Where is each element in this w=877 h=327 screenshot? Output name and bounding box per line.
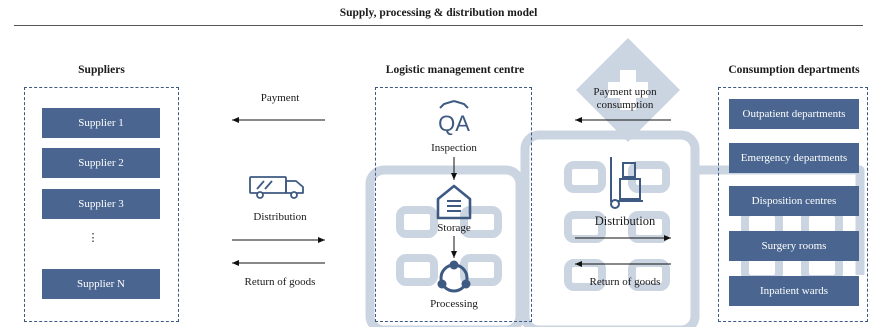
centre-heading: Logistic management centre	[385, 64, 525, 76]
departments-heading: Consumption departments	[728, 64, 860, 76]
inspection-label: Inspection	[431, 142, 477, 154]
delivery-truck-icon	[249, 176, 304, 199]
processing-label: Processing	[430, 298, 478, 310]
distribution-label-left: Distribution	[253, 211, 307, 223]
dept-disposition: Disposition centres	[729, 186, 859, 216]
payment-label: Payment	[260, 92, 300, 104]
departments-box	[718, 87, 868, 322]
payment-upon-consumption-label: Payment upon consumption	[593, 86, 657, 111]
supplier-ellipsis: ⋮	[87, 232, 99, 244]
qa-shield-icon: QA	[438, 100, 470, 136]
dept-surgery: Surgery rooms	[729, 231, 859, 261]
hand-truck-icon	[610, 157, 643, 209]
processing-team-icon	[437, 260, 471, 293]
diagram-title: Supply, processing & distribution model	[339, 7, 538, 19]
qa-text: QA	[438, 111, 470, 136]
supplier-n: Supplier N	[42, 269, 160, 299]
warehouse-icon	[436, 184, 472, 220]
distribution-label-right: Distribution	[594, 214, 656, 228]
dept-outpatient: Outpatient departments	[729, 99, 859, 129]
storage-label: Storage	[437, 222, 471, 234]
supplier-2: Supplier 2	[42, 148, 160, 178]
supplier-1: Supplier 1	[42, 108, 160, 138]
suppliers-heading: Suppliers	[78, 64, 125, 76]
centre-box	[375, 87, 532, 322]
dept-emergency: Emergency departments	[729, 143, 859, 173]
supplier-3: Supplier 3	[42, 189, 160, 219]
title-rule	[14, 25, 863, 26]
dept-inpatient: Inpatient wards	[729, 276, 859, 306]
return-label-left: Return of goods	[244, 276, 316, 288]
suppliers-box	[24, 87, 179, 322]
return-label-right: Return of goods	[589, 276, 661, 288]
